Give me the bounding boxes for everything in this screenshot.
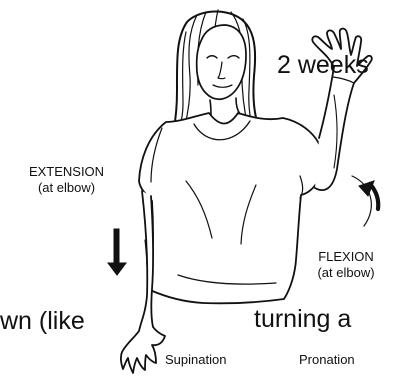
bottom-left-text: wn (like <box>0 309 85 334</box>
flexion-label: FLEXION (at elbow) <box>290 250 402 276</box>
down-arrow-icon <box>108 229 126 275</box>
supination-label: Supination <box>165 353 226 366</box>
flexion-subtitle: (at elbow) <box>290 266 402 279</box>
extension-label: EXTENSION (at elbow) <box>5 165 128 191</box>
flexion-title: FLEXION <box>290 250 402 263</box>
curved-arrow-icon <box>352 176 378 226</box>
top-right-text: 2 weeks <box>277 53 369 78</box>
extension-title: EXTENSION <box>5 165 128 178</box>
pronation-label: Pronation <box>299 353 355 366</box>
bottom-right-text: turning a <box>254 307 351 332</box>
face <box>197 25 246 116</box>
extension-subtitle: (at elbow) <box>5 181 128 194</box>
